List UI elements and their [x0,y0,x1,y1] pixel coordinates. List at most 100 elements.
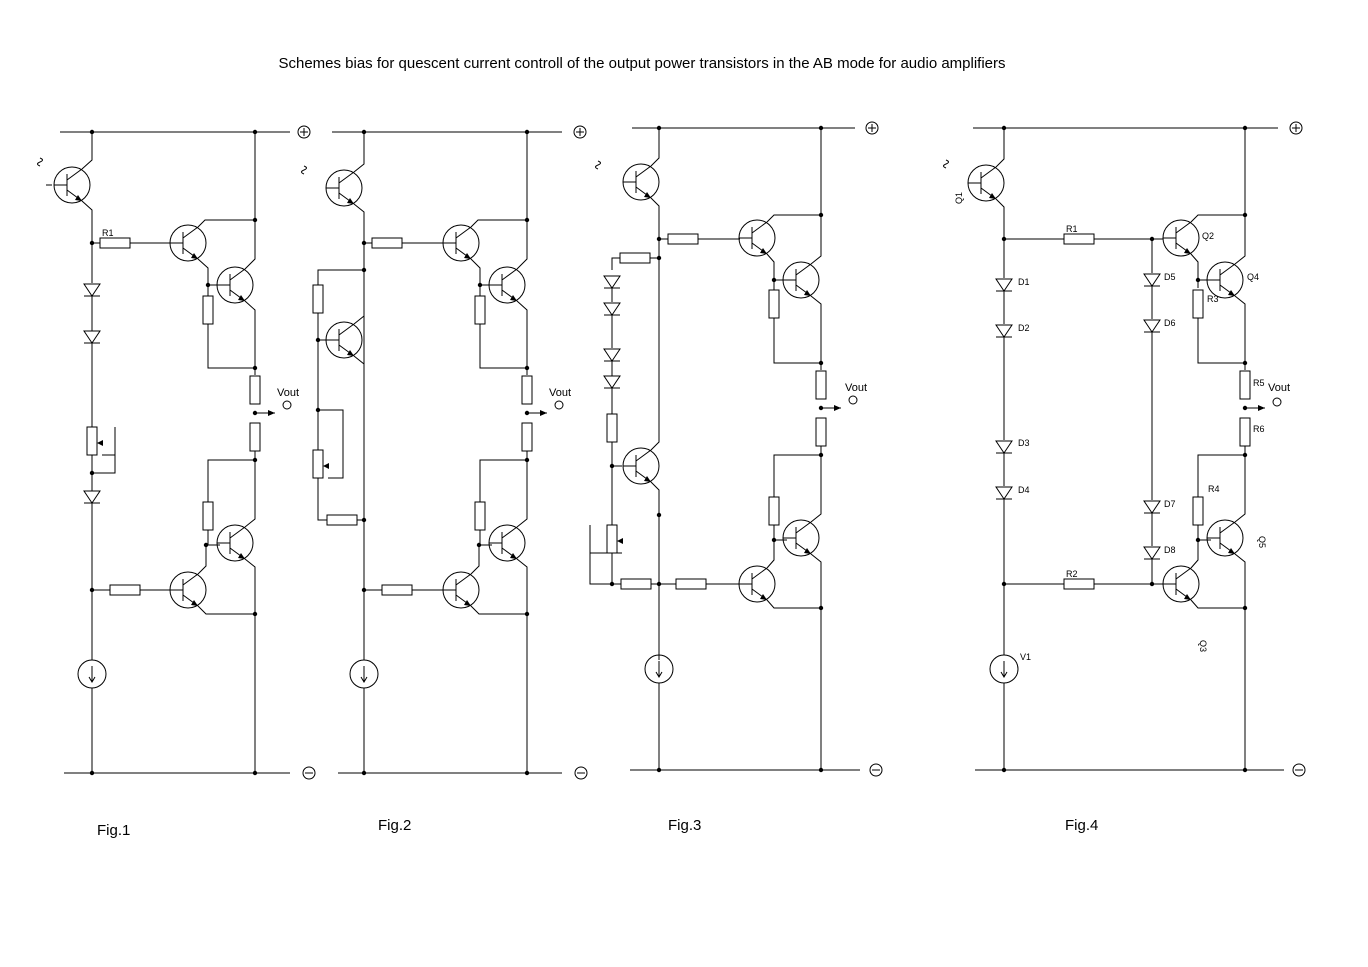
resistor [675,578,707,590]
fig4-q3-label: Q3 [1198,640,1208,652]
resistor [371,237,403,249]
resistor [99,237,131,249]
wire [795,521,812,534]
vout-label-fig1: Vout [277,387,299,399]
vout-terminal [282,400,292,410]
wire [611,553,621,585]
fig4-r4-label: R4 [1208,484,1220,494]
positive-terminal [573,125,587,139]
wire [1219,521,1236,534]
diode [83,330,101,344]
resistor [1063,578,1095,590]
wire [81,132,93,170]
wire [810,295,822,370]
resistor [381,584,413,596]
vout-terminal [848,395,858,405]
emitter-arrow [804,548,811,554]
diode [995,486,1013,500]
wire [995,198,1005,239]
vout-terminal [1272,397,1282,407]
wire [479,324,527,369]
wire [353,203,365,660]
resistor [667,233,699,245]
emitter-arrow [1228,290,1235,296]
wire [650,239,660,259]
junction-dot [524,457,530,463]
fig4-d3-label: D3 [1018,438,1030,448]
junction-dot [203,542,209,548]
wire [650,197,660,239]
diode [83,283,101,297]
diode [603,375,621,389]
fig4-r3-label: R3 [1207,294,1219,304]
wire [470,258,481,296]
fig4-d4-label: D4 [1018,485,1030,495]
wire [244,558,256,773]
vout-label-fig2: Vout [549,387,571,399]
resistor [815,417,827,447]
emitter-arrow [1184,248,1191,254]
resistor [202,295,214,325]
figure-3-label: Fig.3 [668,817,701,834]
positive-terminal [297,125,311,139]
wire [751,221,768,234]
fig4-v1-label: V1 [1020,652,1031,662]
wire [795,263,812,276]
wire [1197,454,1246,523]
potentiometer-wiper [617,538,623,544]
junction-dot [1242,605,1248,611]
wire [1175,567,1192,580]
emitter-arrow [644,192,651,198]
junction-dot [818,605,824,611]
emitter-arrow [238,553,245,559]
wire [66,168,83,181]
diode [995,278,1013,292]
wire [197,605,255,615]
wire [317,269,364,285]
negative-terminal [302,766,316,780]
wire [635,449,652,462]
wire [470,605,527,615]
wire [338,323,355,336]
junction-dot [524,611,530,617]
wire [479,459,528,528]
wire [182,226,199,239]
negative-terminal [1292,763,1306,777]
emitter-arrow [510,295,517,301]
resistor [312,284,324,314]
wire [766,599,821,609]
fig4-r5-label: R5 [1253,378,1265,388]
negative-terminal [869,763,883,777]
emitter-arrow [464,600,471,606]
resistor [202,501,214,531]
emitter-arrow [75,195,82,201]
wire [455,226,472,239]
resistor [86,426,98,456]
emitter-arrow [1228,548,1235,554]
wire [650,128,660,167]
wire [611,257,620,270]
wire [470,544,492,575]
junction-dot [818,452,824,458]
fig4-d8-label: D8 [1164,545,1176,555]
wire [318,409,344,464]
diode [1143,273,1161,287]
figure-2-label: Fig.2 [378,817,411,834]
resistor [326,514,358,526]
wire [360,676,368,683]
wire [207,324,255,369]
emitter-arrow [238,295,245,301]
resistor [312,449,324,479]
junction-dot [656,512,662,518]
wire [810,553,822,770]
diode [1143,546,1161,560]
wire [810,128,822,265]
wire [353,315,365,325]
emitter-arrow [347,350,354,356]
junction-dot [1242,360,1248,366]
junction-dot [361,517,367,523]
resistor [521,375,533,405]
resistor [620,578,652,590]
fig4-d1-label: D1 [1018,277,1030,287]
diode [603,275,621,289]
